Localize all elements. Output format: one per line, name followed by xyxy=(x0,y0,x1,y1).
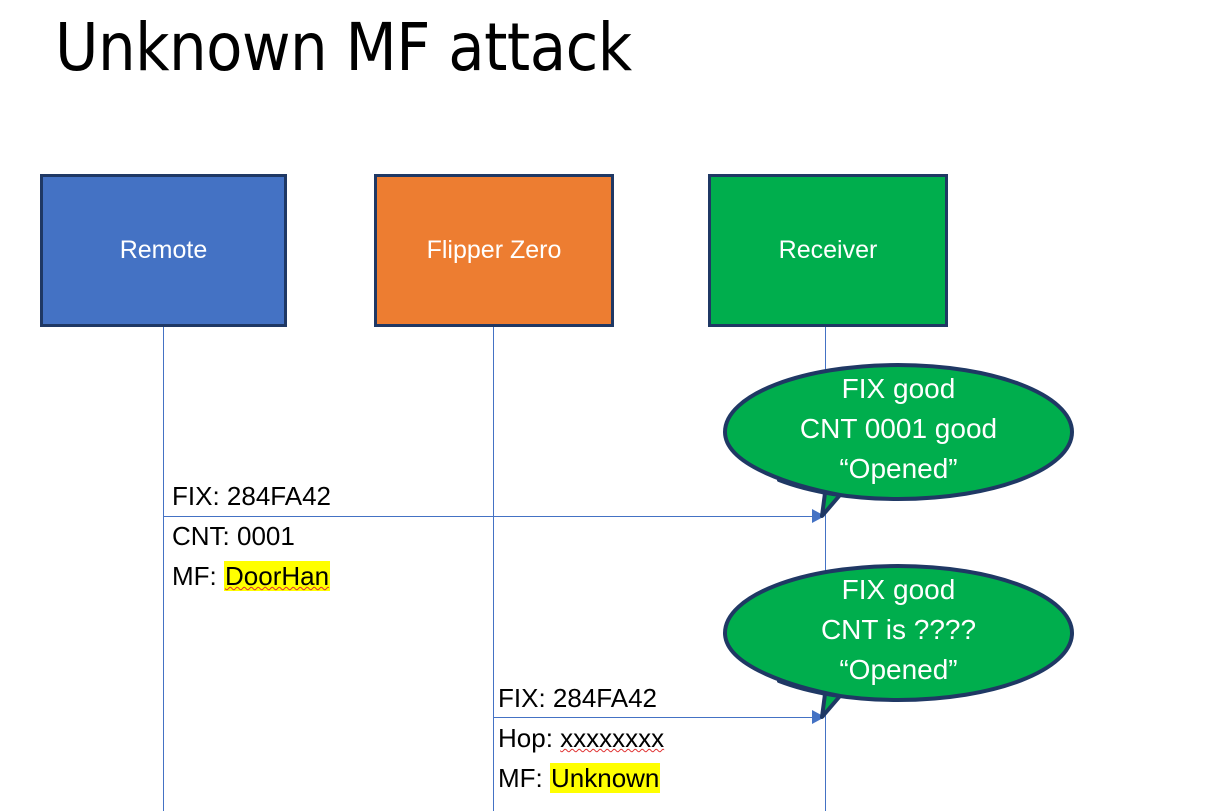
message-label-line: MF: DoorHan xyxy=(172,556,331,596)
message-label-line: FIX: 284FA42 xyxy=(172,476,331,516)
message-line-value-highlighted: Unknown xyxy=(550,763,661,793)
actor-label-remote: Remote xyxy=(119,236,208,264)
message-label-line: FIX: 284FA42 xyxy=(498,678,664,718)
message-line-value: 0001 xyxy=(237,521,295,551)
message-line-value-misspelled: xxxxxxxx xyxy=(560,723,665,753)
lifeline-receiver xyxy=(825,327,826,811)
message-line-value: 284FA42 xyxy=(226,481,331,511)
page-title: Unknown MF attack xyxy=(55,9,632,86)
message-line-prefix: CNT: xyxy=(172,521,237,551)
message-label-1: FIX: 284FA42 CNT: 0001 MF: DoorHan xyxy=(172,476,331,596)
message-label-line: CNT: 0001 xyxy=(172,516,331,556)
message-line-value: 284FA42 xyxy=(552,683,657,713)
actor-label-receiver: Receiver xyxy=(778,236,878,264)
message-label-line: Hop: xxxxxxxx xyxy=(498,718,664,758)
message-line-prefix: FIX: xyxy=(172,481,227,511)
message-arrow-line-1 xyxy=(163,516,814,517)
callout-bubble-1[interactable]: FIX good CNT 0001 good “Opened” xyxy=(722,362,1075,522)
message-line-prefix: FIX: xyxy=(498,683,553,713)
callout-shape-icon xyxy=(723,363,1074,518)
message-line-prefix: MF: xyxy=(172,561,224,591)
actor-box-receiver[interactable]: Receiver xyxy=(708,174,948,327)
callout-shape-icon xyxy=(723,564,1074,719)
lifeline-remote xyxy=(163,327,164,811)
actor-box-remote[interactable]: Remote xyxy=(40,174,287,327)
actor-label-flipper: Flipper Zero xyxy=(426,236,562,264)
message-line-prefix: MF: xyxy=(498,763,550,793)
actor-box-flipper[interactable]: Flipper Zero xyxy=(374,174,614,327)
message-label-2: FIX: 284FA42 Hop: xxxxxxxx MF: Unknown xyxy=(498,678,664,798)
message-arrow-line-2 xyxy=(493,717,814,718)
message-line-prefix: Hop: xyxy=(498,723,561,753)
message-label-line: MF: Unknown xyxy=(498,758,664,798)
message-line-value-highlighted: DoorHan xyxy=(224,561,331,591)
callout-bubble-2[interactable]: FIX good CNT is ???? “Opened” xyxy=(722,563,1075,723)
lifeline-flipper xyxy=(493,327,494,811)
